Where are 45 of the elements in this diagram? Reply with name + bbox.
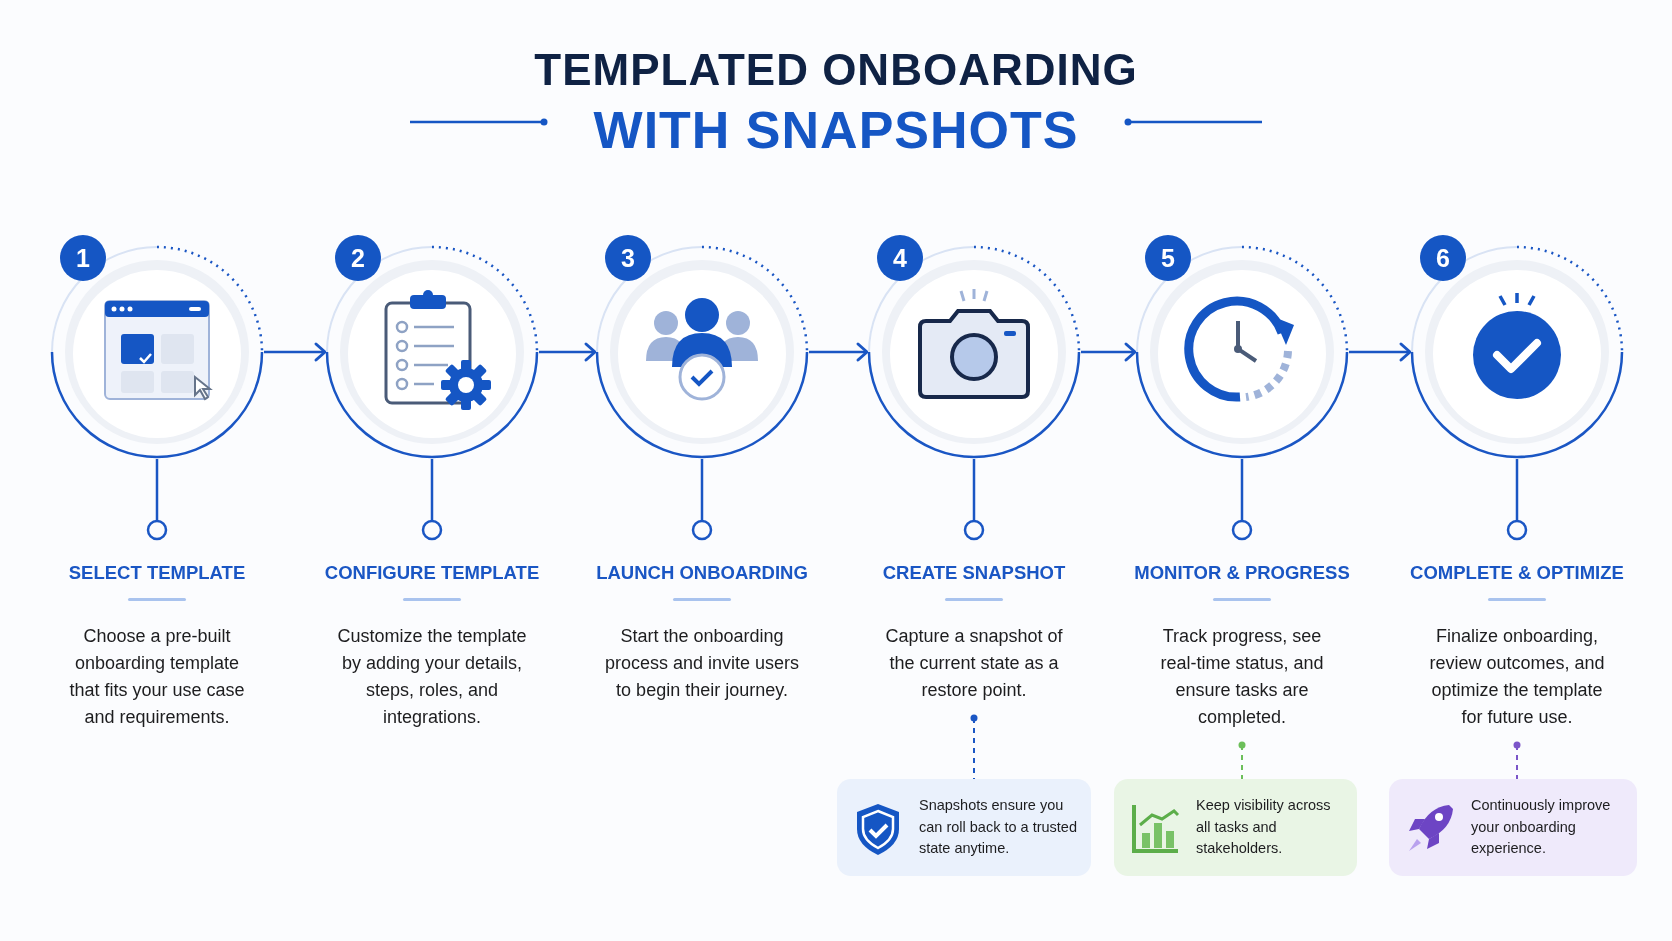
step-description: Start the onboarding process and invite users to begin their journey. (604, 625, 800, 702)
step-description: Choose a pre-built onboarding template that fits your use case and requirements. (68, 625, 246, 729)
step-circle (867, 245, 1081, 459)
step-circle (1135, 245, 1349, 459)
step-number-badge: 6 (1420, 235, 1466, 281)
step-circle (595, 245, 809, 459)
step-heading: LAUNCH ONBOARDING (596, 562, 808, 584)
info-card (837, 779, 1091, 876)
connector-line (691, 459, 713, 541)
step-description: Capture a snapshot of the current state as a restore point. (884, 625, 1064, 702)
step-circle (1410, 245, 1624, 459)
arrow (809, 342, 869, 362)
info-card (1389, 779, 1637, 876)
step-heading: CONFIGURE TEMPLATE (324, 562, 540, 584)
step-number-badge: 1 (60, 235, 106, 281)
dashed-leader-line (970, 714, 978, 780)
step-description: Track progress, see real-time status, and ensure tasks are completed. (1159, 625, 1325, 729)
arrow (539, 342, 597, 362)
connector-line (421, 459, 443, 541)
dashed-leader-line (1513, 741, 1521, 780)
step-heading: CREATE SNAPSHOT (882, 562, 1066, 584)
callout-text: Keep visibility across all tasks and stakeholders. (1196, 796, 1332, 859)
arrow (264, 342, 327, 362)
step-heading: MONITOR & PROGRESS (1134, 562, 1350, 584)
info-card (1114, 779, 1357, 876)
step-number-badge: 2 (335, 235, 381, 281)
callout-text: Snapshots ensure you can roll back to a trusted state anytime. (919, 796, 1078, 859)
step-circle (325, 245, 539, 459)
step-number-badge: 5 (1145, 235, 1191, 281)
arrow (1349, 342, 1412, 362)
step-heading: COMPLETE & OPTIMIZE (1410, 562, 1624, 584)
step-description: Finalize onboarding, review outcomes, and optimize the template for future use. (1428, 625, 1606, 729)
connector-line (1506, 459, 1528, 541)
step-description: Customize the template by adding your details, steps, roles, and integrations. (336, 625, 528, 729)
connector-line (146, 459, 168, 541)
callout-text: Continuously improve your onboarding experience. (1471, 796, 1612, 859)
title: TEMPLATED ONBOARDING WITH SNAPSHOTS (533, 44, 1139, 160)
connector-line (1231, 459, 1253, 541)
step-heading: SELECT TEMPLATE (68, 562, 246, 584)
connector-line (963, 459, 985, 541)
dashed-leader-line (1238, 741, 1246, 780)
step-number-badge: 4 (877, 235, 923, 281)
step-circle (50, 245, 264, 459)
arrow (1081, 342, 1137, 362)
step-number-badge: 3 (605, 235, 651, 281)
